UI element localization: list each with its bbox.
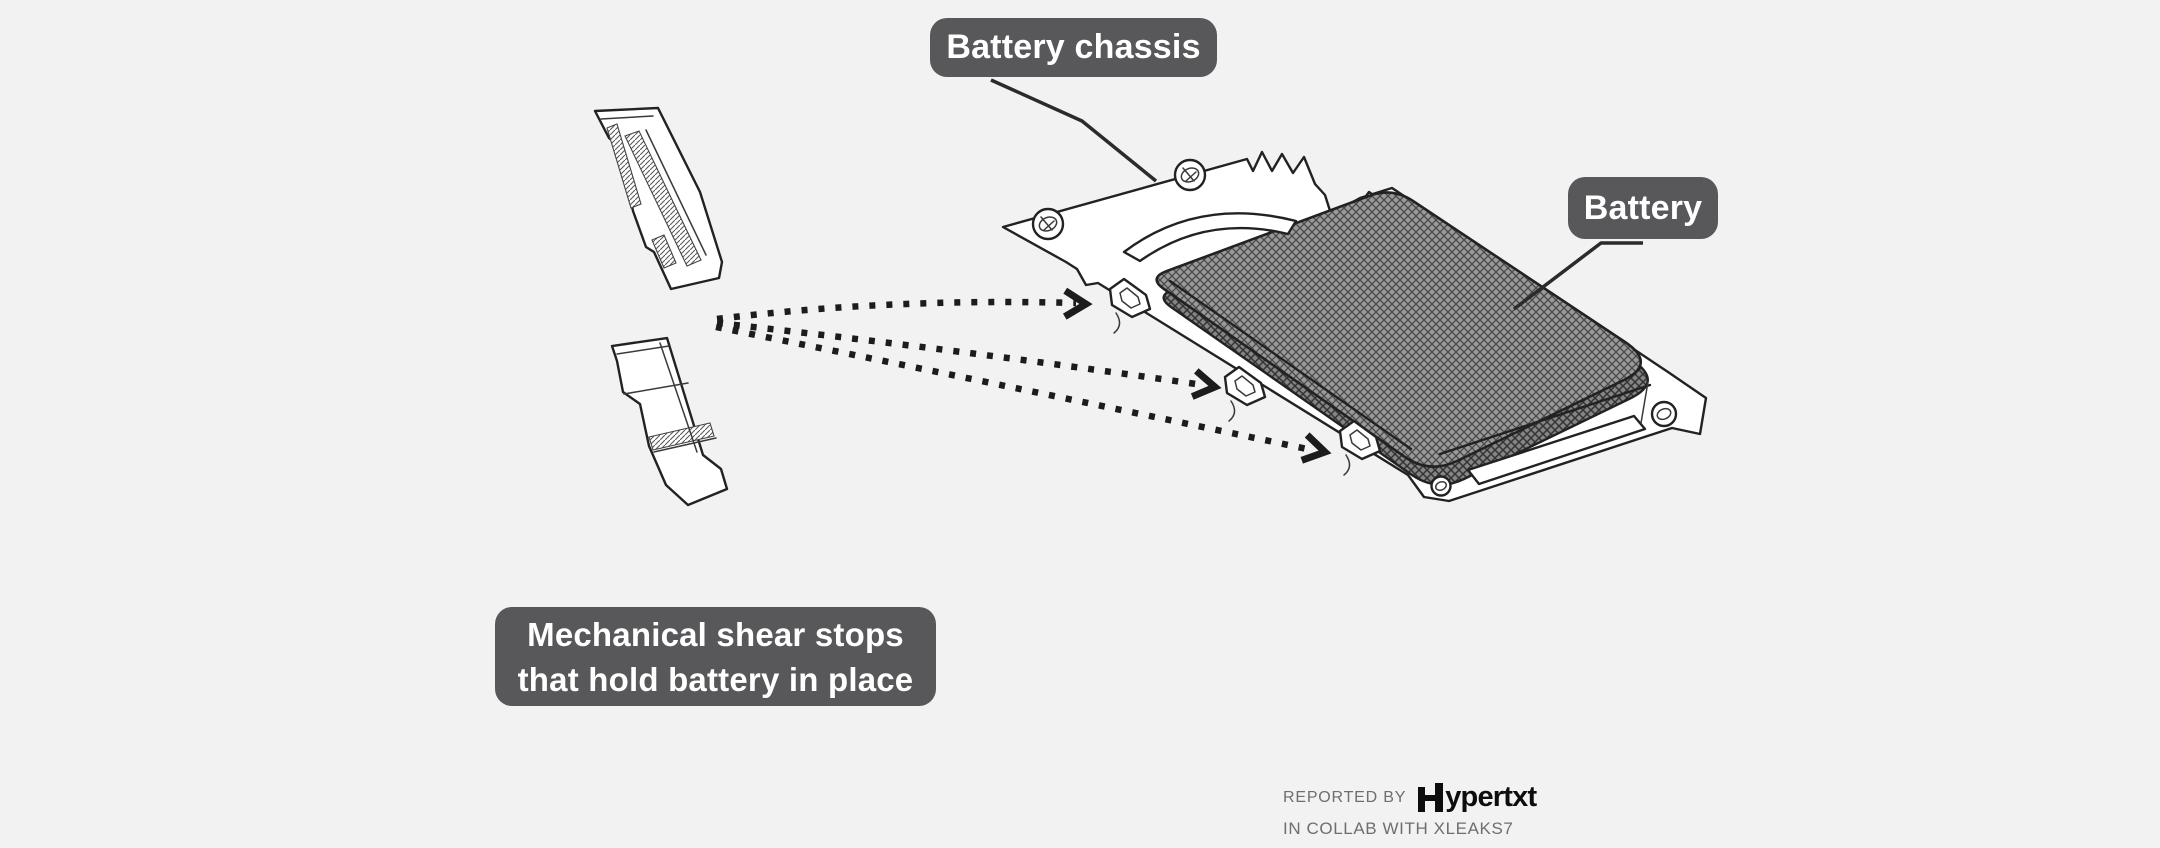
arrowhead-icon (1190, 368, 1222, 400)
battery-chassis-label-text: Battery chassis (946, 28, 1201, 66)
battery-label-text: Battery (1583, 188, 1703, 227)
battery-label: Battery (1568, 177, 1718, 239)
screw-icon (1430, 475, 1452, 497)
chassis-rail (1430, 381, 1678, 497)
shear-stop-clips (1108, 277, 1382, 476)
shear-stops-label: Mechanical shear stops that hold battery… (495, 607, 936, 706)
arrowhead-icon (1062, 287, 1093, 320)
hypertxt-logo-text: ypertxt (1445, 781, 1537, 813)
hypertxt-logo-icon (1418, 783, 1444, 812)
shear-stop-piece-2 (610, 336, 729, 507)
hypertxt-logo: ypertxt (1417, 781, 1537, 814)
shear-stop-clip (1223, 365, 1267, 422)
shear-stops-label-line2: that hold battery in place (517, 660, 914, 698)
pointer-arrows (715, 287, 1332, 464)
pull-tab (1122, 212, 1298, 263)
arrowhead-icon (1300, 432, 1332, 464)
credit-row-reported: REPORTED BY ypertxt (1283, 781, 1537, 814)
screw-icon (1650, 400, 1678, 428)
collab-text: IN COLLAB WITH XLEAKS7 (1283, 819, 1514, 838)
shear-stops-label-line1: Mechanical shear stops (527, 615, 904, 653)
battery-drawing (1155, 191, 1649, 486)
reported-by-text: REPORTED BY (1283, 788, 1407, 806)
credit-block: REPORTED BY ypertxt IN COLLAB WITH XLEAK… (1283, 781, 1537, 839)
shear-stop-piece-1 (593, 106, 724, 291)
leader-lines (990, 78, 1643, 311)
screw-icon (1031, 207, 1065, 241)
shear-stop-clip (1108, 277, 1152, 334)
screw-icon (1173, 158, 1207, 192)
battery-chassis-label: Battery chassis (930, 18, 1217, 77)
shear-stop-clip (1338, 419, 1382, 476)
